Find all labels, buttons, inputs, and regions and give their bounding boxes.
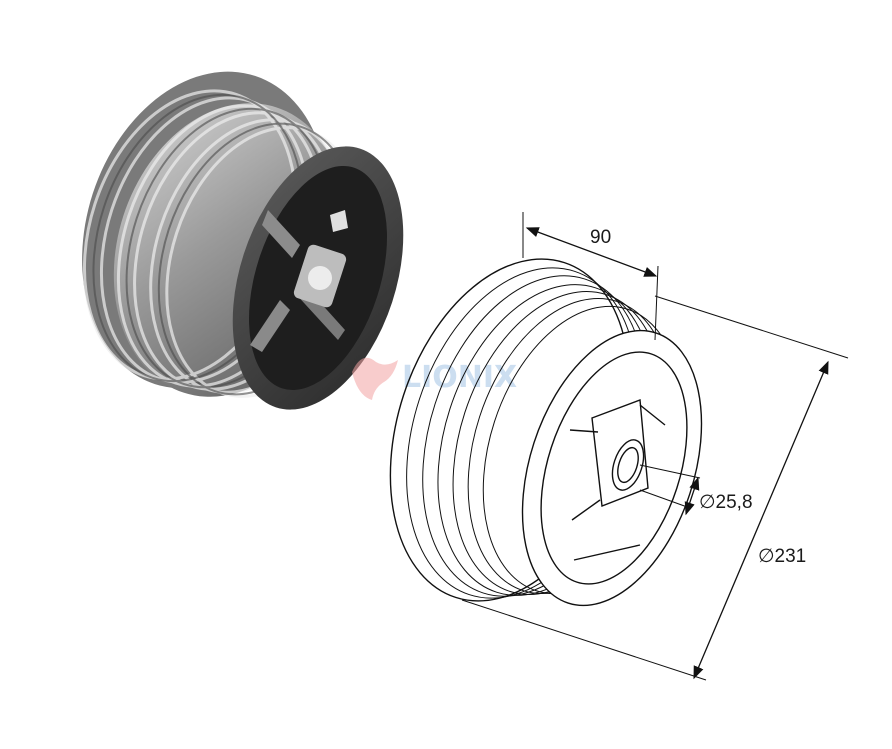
watermark-logo: LIONIX <box>352 357 517 400</box>
dimension-width: 90 <box>522 212 659 341</box>
drawing-hub <box>569 399 666 561</box>
hub <box>250 210 348 352</box>
width-dimension-label: 90 <box>590 227 611 248</box>
drum-line-drawing <box>389 258 703 607</box>
dimension-outer: ∅231 <box>461 295 849 681</box>
drum-photo <box>82 71 404 410</box>
outer-diameter-label: ∅231 <box>758 546 806 567</box>
bore-diameter-label: ∅25,8 <box>699 492 753 513</box>
watermark-text: LIONIX <box>402 360 517 395</box>
